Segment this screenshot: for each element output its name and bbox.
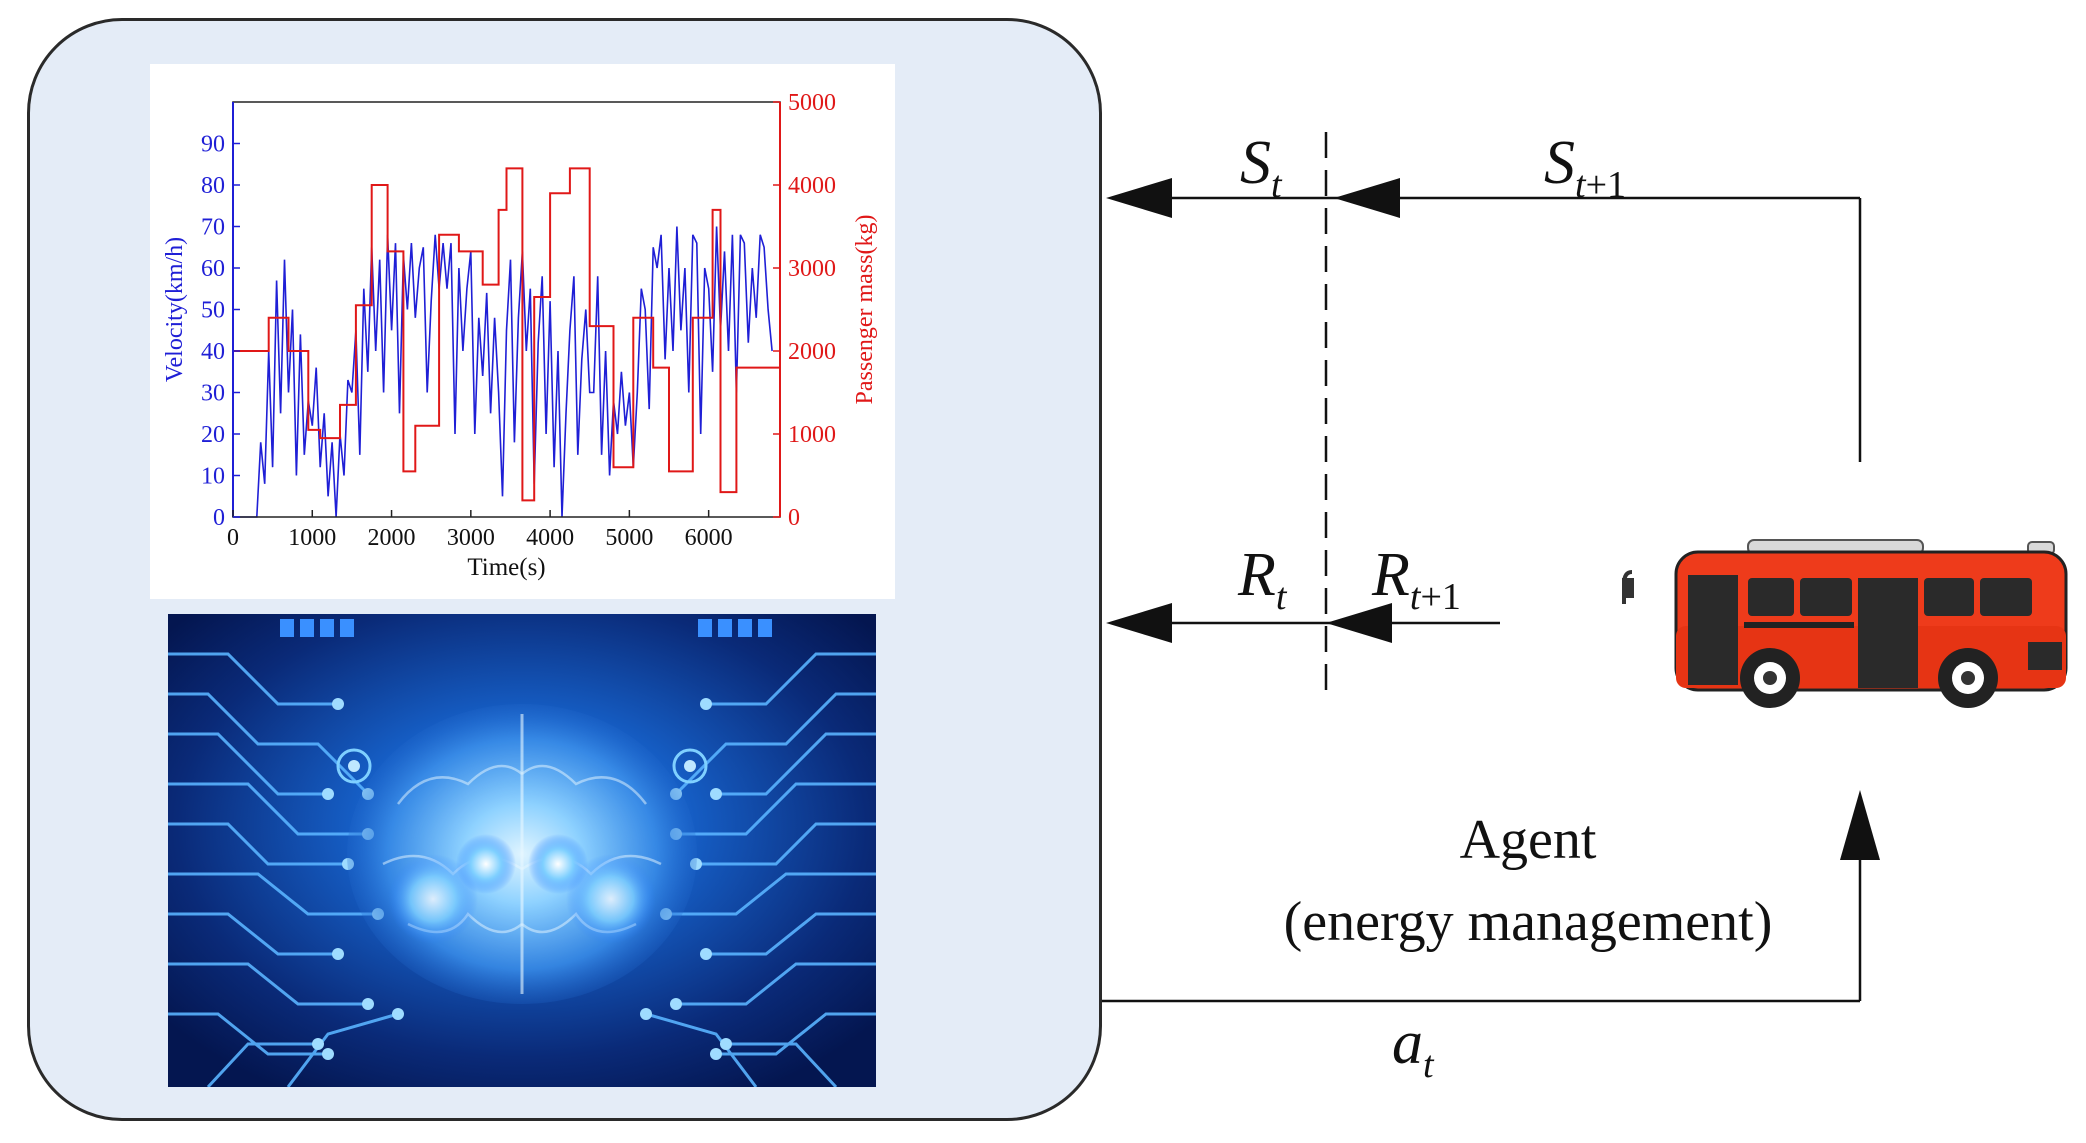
y-right-tick-label-3: 3000 [788, 256, 836, 282]
circuit-trace-left-5 [168, 872, 378, 916]
circuit-trace-left-9 [206, 1042, 318, 1087]
circuit-trace-left-1 [168, 692, 370, 796]
circuit-trace-left-0 [168, 652, 338, 706]
circuit-trace-left-4 [168, 822, 348, 866]
action-arrowhead [1840, 790, 1880, 860]
y-right-tick-label-2: 2000 [788, 339, 836, 365]
y-right-axis-label: Passenger mass(kg) [852, 215, 878, 405]
y-left-tick-label-8: 80 [201, 173, 225, 199]
circuit-node-7-1 [670, 998, 682, 1010]
x-tick-label-3: 3000 [447, 525, 495, 551]
y-left-tick-label-7: 70 [201, 215, 225, 241]
circuit-trace-right-9 [726, 1042, 838, 1087]
circuit-trace-right-0 [706, 652, 876, 706]
circuit-node-9-1 [720, 1038, 732, 1050]
circuit-trace-right-2 [716, 732, 876, 796]
circuit-trace-right-3 [676, 782, 876, 836]
circuit-trace-right-6 [706, 912, 876, 956]
circuit-trace-right-10 [645, 1012, 758, 1087]
circuit-node-0-0 [332, 698, 344, 710]
y-left-axis-label: Velocity(km/h) [162, 237, 188, 382]
circuit-node-8-0 [322, 1048, 334, 1060]
circuit-trace-right-5 [666, 872, 876, 916]
x-axis-label: Time(s) [467, 554, 545, 581]
reward-arrowhead-env [1106, 603, 1172, 643]
reward-t1-label: Rt+1 [1372, 541, 1461, 618]
circuit-trace-right-7 [676, 962, 876, 1006]
brain-circuit-icon [168, 614, 876, 1087]
agent-subtitle: (energy management) [1283, 891, 1773, 953]
circuit-node-8-1 [710, 1048, 722, 1060]
reward-t-label: Rt [1238, 541, 1287, 618]
y-right-tick-label-4: 4000 [788, 173, 836, 199]
reward-arrowhead-mid [1326, 603, 1392, 643]
velocity-mass-chart: 0 1000 2000 3000 4000 5000 6000 0 10 20 30 40 50 60 70… [150, 64, 895, 599]
state-arrowhead-env [1106, 178, 1172, 218]
y-left-tick-label-9: 90 [201, 132, 225, 158]
x-tick-label-4: 4000 [526, 525, 574, 551]
circuit-trace-left-2 [168, 732, 328, 796]
bus-icon [1622, 539, 2068, 708]
circuit-node-2-1 [710, 788, 722, 800]
y-left-tick-label-6: 60 [201, 256, 225, 282]
chart-svg: 0 1000 2000 3000 4000 5000 6000 0 10 20 30 40 50 60 70… [162, 90, 878, 581]
circuit-trace-left-8 [168, 1012, 328, 1056]
series-line-0 [233, 226, 773, 518]
circuit-trace-right-4 [696, 822, 876, 866]
circuit-node-6-1 [700, 948, 712, 960]
x-tick-label-2: 2000 [368, 525, 416, 551]
y-left-tick-label-2: 20 [201, 422, 225, 448]
circuit-node-6-0 [332, 948, 344, 960]
y-left-tick-label-0: 0 [213, 505, 225, 531]
y-right-tick-label-0: 0 [788, 505, 800, 531]
brain-circuit-image [168, 614, 876, 1087]
state-t-label: St [1240, 129, 1282, 206]
circuit-node-2-0 [322, 788, 334, 800]
y-left-tick-label-5: 50 [201, 298, 225, 324]
circuit-node-10-0 [392, 1008, 404, 1020]
x-tick-label-1: 1000 [288, 525, 336, 551]
series-line-1 [233, 167, 780, 502]
action-t-label: at [1392, 1009, 1434, 1086]
circuit-trace-left-10 [286, 1012, 399, 1087]
circuit-node-10-1 [640, 1008, 652, 1020]
circuit-trace-right-1 [674, 692, 876, 796]
y-right-tick-label-1: 1000 [788, 422, 836, 448]
circuit-trace-left-6 [168, 912, 338, 956]
y-left-tick-label-4: 40 [201, 339, 225, 365]
x-tick-label-6: 6000 [685, 525, 733, 551]
circuit-node-9-0 [312, 1038, 324, 1050]
y-right-tick-label-5: 5000 [788, 90, 836, 116]
circuit-trace-right-8 [716, 1012, 876, 1056]
x-tick-label-5: 5000 [605, 525, 653, 551]
circuit-node-0-1 [700, 698, 712, 710]
x-tick-label-0: 0 [227, 525, 239, 551]
y-left-tick-label-1: 10 [201, 464, 225, 490]
circuit-trace-left-7 [168, 962, 368, 1006]
y-left-tick-label-3: 30 [201, 381, 225, 407]
agent-title: Agent [1459, 809, 1597, 871]
circuit-node-7-0 [362, 998, 374, 1010]
state-arrowhead-mid [1334, 178, 1400, 218]
circuit-trace-left-3 [168, 782, 368, 836]
state-t1-label: St+1 [1544, 129, 1626, 206]
